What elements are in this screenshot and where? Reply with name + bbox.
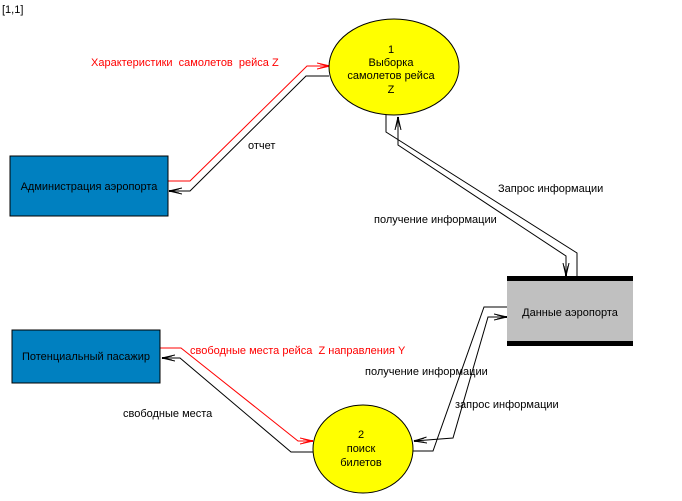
flow-line-info-receive-1[interactable] bbox=[398, 117, 567, 276]
flow-line-info-request-2[interactable] bbox=[413, 306, 507, 452]
admin-label: Администрация аэропорта bbox=[21, 181, 159, 193]
flow-label-info-request-1: Запрос информации bbox=[498, 183, 603, 195]
flow-line-info-request-1[interactable] bbox=[385, 114, 578, 276]
process-2-line-2: билетов bbox=[340, 457, 382, 469]
flow-line-characteristics[interactable] bbox=[168, 66, 330, 182]
flow-label-characteristics: Характеристики самолетов рейса Z bbox=[91, 57, 279, 69]
process-1-number: 1 bbox=[388, 44, 394, 56]
process-2-number: 2 bbox=[358, 429, 364, 441]
external-entity-passenger[interactable]: Потенциальный пасажир bbox=[11, 329, 161, 384]
flow-label-info-receive-1: получение информации bbox=[374, 214, 497, 226]
data-store-airport-data[interactable]: Данные аэропорта bbox=[507, 276, 633, 346]
flow-label-report: отчет bbox=[248, 140, 275, 152]
flow-label-free-seats-request: свободные места рейса Z направления Y bbox=[190, 345, 406, 357]
flow-label-info-request-2: запрос информации bbox=[455, 399, 559, 411]
process-1-line-1: Выборка bbox=[369, 57, 415, 69]
passenger-label: Потенциальный пасажир bbox=[22, 351, 150, 363]
process-2-line-1: поиск bbox=[347, 443, 376, 455]
flow-line-info-receive-2[interactable] bbox=[414, 316, 507, 441]
flow-label-free-seats: свободные места bbox=[123, 408, 213, 420]
flow-line-free-seats-request[interactable] bbox=[160, 347, 313, 441]
process-1-select-aircraft[interactable]: 1 Выборка самолетов рейса Z bbox=[328, 18, 460, 116]
external-entity-admin[interactable]: Администрация аэропорта bbox=[9, 155, 169, 217]
flow-label-info-receive-2: получение информации bbox=[365, 366, 488, 378]
cell-reference-label: [1,1] bbox=[2, 4, 23, 16]
data-store-top-bar bbox=[507, 276, 633, 281]
process-2-ticket-search[interactable]: 2 поиск билетов bbox=[312, 404, 414, 494]
process-1-line-2: самолетов рейса bbox=[347, 70, 435, 82]
data-store-label: Данные аэропорта bbox=[522, 307, 619, 319]
data-store-bottom-bar bbox=[507, 341, 633, 346]
flow-line-free-seats[interactable] bbox=[162, 358, 313, 453]
process-1-line-3: Z bbox=[388, 84, 395, 96]
flow-line-report[interactable] bbox=[169, 75, 329, 191]
